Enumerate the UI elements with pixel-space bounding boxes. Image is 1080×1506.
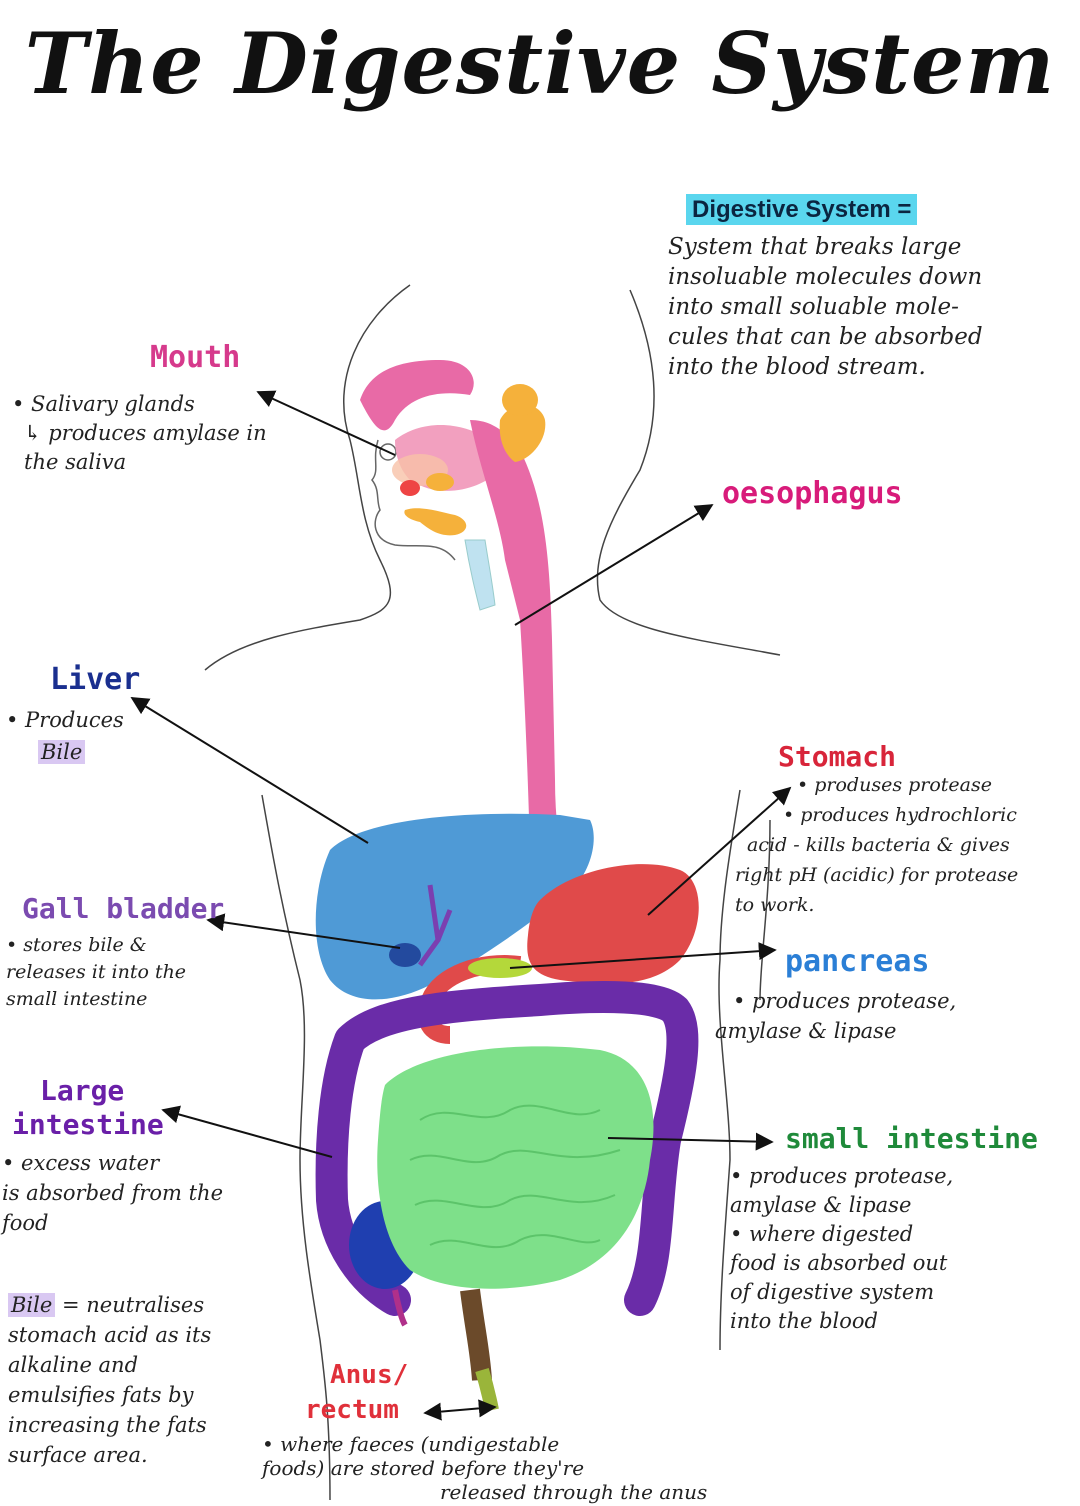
gall-bladder-note: • stores bile & [6, 934, 147, 956]
stomach-notes: • produses protease • produces hydrochlo… [735, 770, 1075, 920]
small-intestine-label: small intestine [785, 1122, 1038, 1155]
gall-bladder-arrow [206, 913, 401, 949]
appendix [392, 1289, 408, 1327]
large-intestine-arrow [161, 1105, 333, 1158]
large-intestine-label: Large [40, 1075, 124, 1107]
small-intestine-note: amylase & lipase [730, 1193, 912, 1217]
anus-notes: • where faeces (undigestable foods) are … [262, 1432, 782, 1504]
mouth-note: • Salivary glands [12, 392, 195, 416]
bile-note-line: emulsifies fats by [8, 1383, 194, 1407]
salivary-glands [404, 384, 546, 536]
stomach-shape [527, 864, 699, 984]
anus-note: • where faeces (undigestable [262, 1432, 560, 1456]
definition-text: System that breaks large insoluable mole… [668, 232, 1073, 382]
small-intestine-note: food is absorbed out [730, 1251, 948, 1275]
pancreas-note: • produces protease, [733, 989, 957, 1013]
anus-label-line: Anus/ [330, 1360, 409, 1390]
definition-line: into the blood stream. [668, 354, 926, 380]
definition-heading-text: Digestive System = [686, 194, 918, 225]
trachea [464, 539, 496, 611]
gall-bladder-shape [389, 943, 421, 967]
lip [400, 480, 420, 496]
large-intestine-notes: • excess water is absorbed from the food [2, 1148, 302, 1238]
large-intestine-label-2: intestine [12, 1108, 164, 1141]
gall-bladder-notes: • stores bile & releases it into the sma… [6, 932, 286, 1013]
anus-shape [475, 1367, 499, 1412]
bile-note-line: = neutralises [55, 1293, 205, 1317]
liver-shape [315, 813, 594, 1000]
pancreas-arrow [509, 942, 777, 969]
mouth-shape [360, 360, 570, 910]
mouth-note: ↳ produces amylase in [24, 421, 267, 445]
bile-note-line: alkaline and [8, 1353, 139, 1377]
page-title: The Digestive System [24, 14, 1056, 113]
small-intestine-folds [409, 1104, 621, 1249]
stomach-label: Stomach [778, 740, 897, 773]
body-outline [204, 284, 781, 1501]
small-intestine-shape [377, 1046, 654, 1289]
liver-label: Liver [50, 662, 141, 697]
stomach-note: • produses protease [797, 774, 993, 796]
small-intestine-arrow [607, 1132, 774, 1151]
gall-bladder-note: releases it into the [6, 961, 187, 983]
pancreas-note: amylase & lipase [715, 1019, 897, 1043]
anus-note: released through the anus [440, 1480, 708, 1504]
definition-line: insoluable molecules down [668, 264, 983, 290]
mouth-arrow [256, 390, 396, 456]
oesophagus-label: oesophagus [722, 476, 903, 511]
bile-note-line: stomach acid as its [8, 1323, 212, 1347]
bile-duct [417, 884, 453, 967]
stomach-note: to work. [735, 894, 815, 916]
mouth-label: Mouth [150, 340, 241, 375]
anus-note: foods) are stored before they're [262, 1456, 585, 1480]
mouth-notes: • Salivary glands ↳ produces amylase in … [12, 390, 312, 477]
gall-bladder-label: Gall bladder [22, 892, 225, 925]
face-profile [371, 439, 456, 561]
mouth-note: the saliva [24, 450, 127, 474]
small-intestine-note: of digestive system [730, 1280, 935, 1304]
bile-note-line: surface area. [8, 1443, 148, 1467]
anus-label: Anus/ [330, 1360, 408, 1390]
large-intestine-note: food [2, 1211, 49, 1235]
bile-term: Bile [8, 1293, 56, 1317]
pancreas-label: pancreas [785, 944, 930, 979]
stomach-arrow [647, 786, 792, 916]
small-intestine-note: • produces protease, [730, 1164, 954, 1188]
anus-arrow [423, 1399, 497, 1421]
large-intestine-note: • excess water [2, 1151, 160, 1175]
definition-heading: Digestive System = [686, 194, 918, 225]
bile-note-line: increasing the fats [8, 1413, 207, 1437]
rectum-shape [460, 1288, 492, 1381]
large-intestine-label-line: Large [40, 1074, 125, 1107]
small-intestine-note: • where digested [730, 1222, 914, 1246]
liver-note: • Produces [6, 708, 124, 732]
definition-line: System that breaks large [668, 234, 962, 260]
large-intestine-note: is absorbed from the [2, 1181, 224, 1205]
pancreas-shape [468, 958, 532, 978]
small-intestine-note: into the blood [730, 1309, 878, 1333]
stomach-note: right pH (acidic) for protease [735, 864, 1019, 886]
definition-line: cules that can be absorbed [668, 324, 983, 350]
liver-notes: • Produces Bile [6, 704, 206, 768]
stomach-note: acid - kills bacteria & gives [747, 834, 1010, 856]
definition-line: into small soluable mole- [668, 294, 959, 320]
pancreas-notes: • produces protease, amylase & lipase [715, 986, 1055, 1046]
small-intestine-notes: • produces protease, amylase & lipase • … [730, 1162, 1070, 1336]
bile-note: Bile = neutralises stomach acid as its a… [8, 1290, 298, 1470]
stomach-note: • produces hydrochloric [783, 804, 1017, 826]
oesophagus-arrow [514, 504, 714, 626]
gall-bladder-note: small intestine [6, 988, 148, 1010]
liver-arrow [130, 697, 369, 844]
liver-note-bile: Bile [38, 740, 86, 764]
rectum-label: rectum [305, 1395, 399, 1425]
